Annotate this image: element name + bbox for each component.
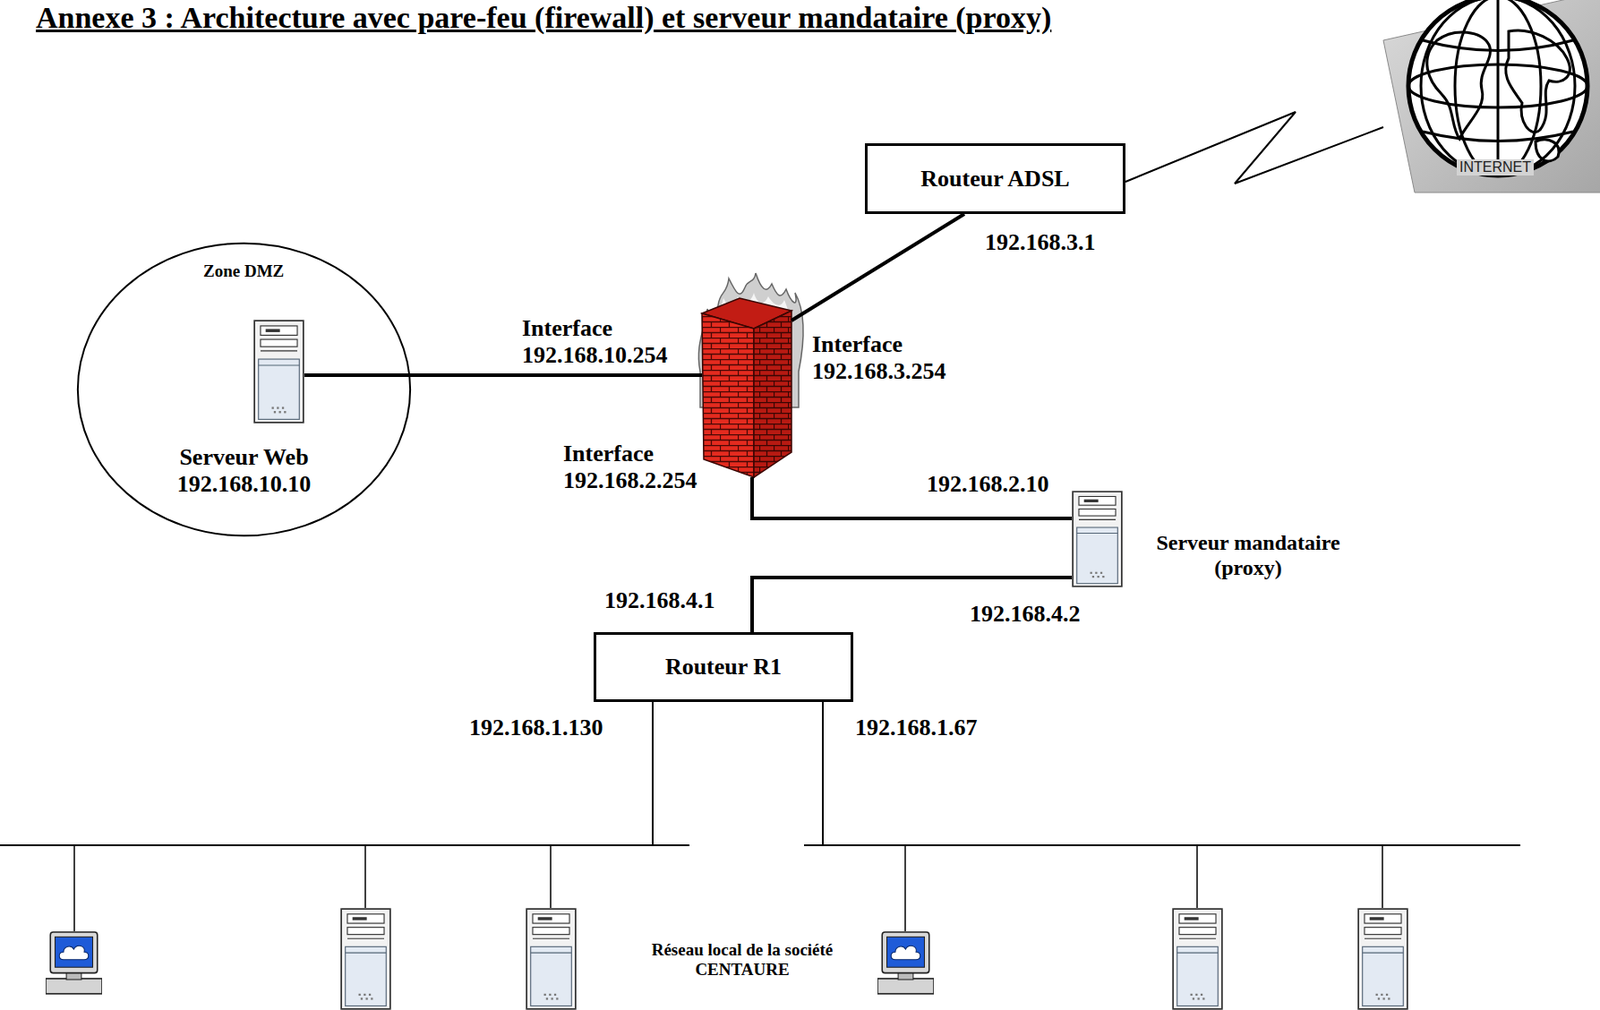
network-name-label: Réseau local de la société CENTAURE bbox=[639, 940, 846, 980]
proxy-server-icon bbox=[1072, 491, 1122, 587]
workstation-icon bbox=[45, 932, 103, 994]
server-icon bbox=[1172, 908, 1223, 1010]
host-drop bbox=[73, 845, 76, 932]
ellipse-node: Zone DMZ Serveur Web 192.168.10.10 bbox=[76, 241, 412, 538]
host-drop bbox=[904, 845, 907, 932]
host-drop bbox=[549, 845, 552, 908]
firewall-text: Interface 192.168.3.254 bbox=[812, 331, 947, 386]
firewall-front bbox=[701, 313, 754, 478]
network-link bbox=[1125, 111, 1384, 184]
firewall-node: Interface 192.168.10.254Interface 192.16… bbox=[701, 273, 792, 478]
globe-backdrop bbox=[1383, 0, 1600, 193]
server-icon bbox=[1358, 908, 1408, 1010]
box-text: Routeur ADSL bbox=[920, 165, 1070, 193]
diagram-title: Annexe 3 : Architecture avec pare-feu (f… bbox=[35, 0, 1052, 35]
lan-wiring bbox=[0, 375, 1521, 932]
network-link bbox=[791, 213, 965, 321]
workstation-icon bbox=[877, 932, 934, 994]
ip-address-label: 192.168.1.67 bbox=[855, 714, 978, 742]
web-server-icon bbox=[254, 320, 304, 423]
server-icon bbox=[526, 908, 576, 1010]
firewall-side bbox=[753, 310, 792, 478]
box-node: Routeur R1 bbox=[593, 632, 854, 702]
ip-address-label: 192.168.2.10 bbox=[926, 470, 1050, 498]
zone-ellipse bbox=[77, 243, 411, 537]
globe-outline bbox=[1408, 0, 1588, 176]
host-drop bbox=[1381, 845, 1384, 908]
ip-address-label: 192.168.1.130 bbox=[469, 714, 604, 742]
firewall-text: Interface 192.168.2.254 bbox=[563, 440, 698, 495]
proxy-text: Serveur mandataire (proxy) bbox=[1140, 530, 1356, 581]
globe-grid bbox=[1408, 0, 1588, 176]
host-drop bbox=[1196, 845, 1198, 908]
internet-globe bbox=[1383, 0, 1600, 193]
server-cable-stub bbox=[304, 373, 323, 377]
globe-text: INTERNET bbox=[1456, 159, 1534, 176]
lan-bus bbox=[804, 844, 1521, 847]
server-icon bbox=[341, 908, 391, 1010]
ellipse-text: Zone DMZ bbox=[203, 261, 284, 282]
ip-address-label: 192.168.3.1 bbox=[984, 229, 1096, 257]
ip-address-label: 192.168.4.1 bbox=[604, 587, 716, 615]
box-node: Routeur ADSL bbox=[864, 143, 1126, 214]
host-drop bbox=[364, 845, 367, 908]
firewall-icon bbox=[698, 273, 804, 478]
server-text: Serveur Web 192.168.10.10 bbox=[165, 444, 323, 498]
ip-address-label: 192.168.4.2 bbox=[969, 600, 1081, 628]
globe-node: INTERNET bbox=[1383, 0, 1592, 193]
lan-bus bbox=[0, 844, 690, 847]
network-link bbox=[322, 373, 702, 377]
router-drop bbox=[651, 701, 654, 846]
router-drop bbox=[821, 701, 824, 846]
box-text: Routeur R1 bbox=[665, 653, 782, 681]
proxy-node: Serveur mandataire (proxy) bbox=[1071, 490, 1356, 588]
firewall-text: Interface 192.168.10.254 bbox=[521, 315, 668, 369]
server-node: Serveur Web 192.168.10.10 bbox=[165, 319, 323, 498]
